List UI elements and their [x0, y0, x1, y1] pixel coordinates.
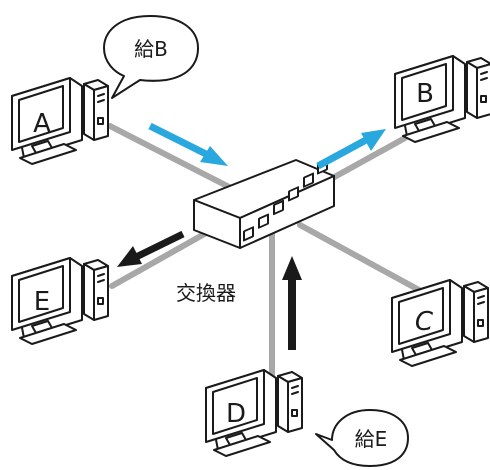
computer-label-a: A — [33, 109, 51, 139]
arrow-d-to-switch — [282, 256, 302, 350]
computer-d: D — [205, 369, 303, 457]
arrow-switch-to-b — [316, 129, 386, 170]
cable-e — [109, 225, 218, 289]
arrow-a-to-switch — [148, 122, 228, 166]
cable-c — [297, 222, 433, 299]
cables — [107, 123, 433, 381]
computer-c: C — [391, 279, 489, 367]
speech-bubble-a: 給B — [103, 15, 199, 99]
computer-label-e: E — [34, 287, 50, 317]
switch-device — [193, 159, 335, 249]
computer-label-c: C — [415, 307, 434, 337]
bubble-text-d: 給E — [355, 427, 388, 451]
switch-ports — [243, 159, 328, 242]
computer-label-b: B — [416, 79, 434, 109]
computer-b: B — [394, 55, 490, 143]
switch-label: 交換器 — [176, 281, 236, 305]
computer-e: E — [11, 257, 109, 345]
speech-bubble-d: 給E — [315, 409, 409, 467]
cable-a — [107, 123, 238, 193]
bubble-text-a: 給B — [134, 37, 168, 61]
arrow-switch-to-e — [117, 230, 185, 267]
computer-label-d: D — [226, 399, 246, 429]
computer-a: A — [11, 77, 109, 165]
